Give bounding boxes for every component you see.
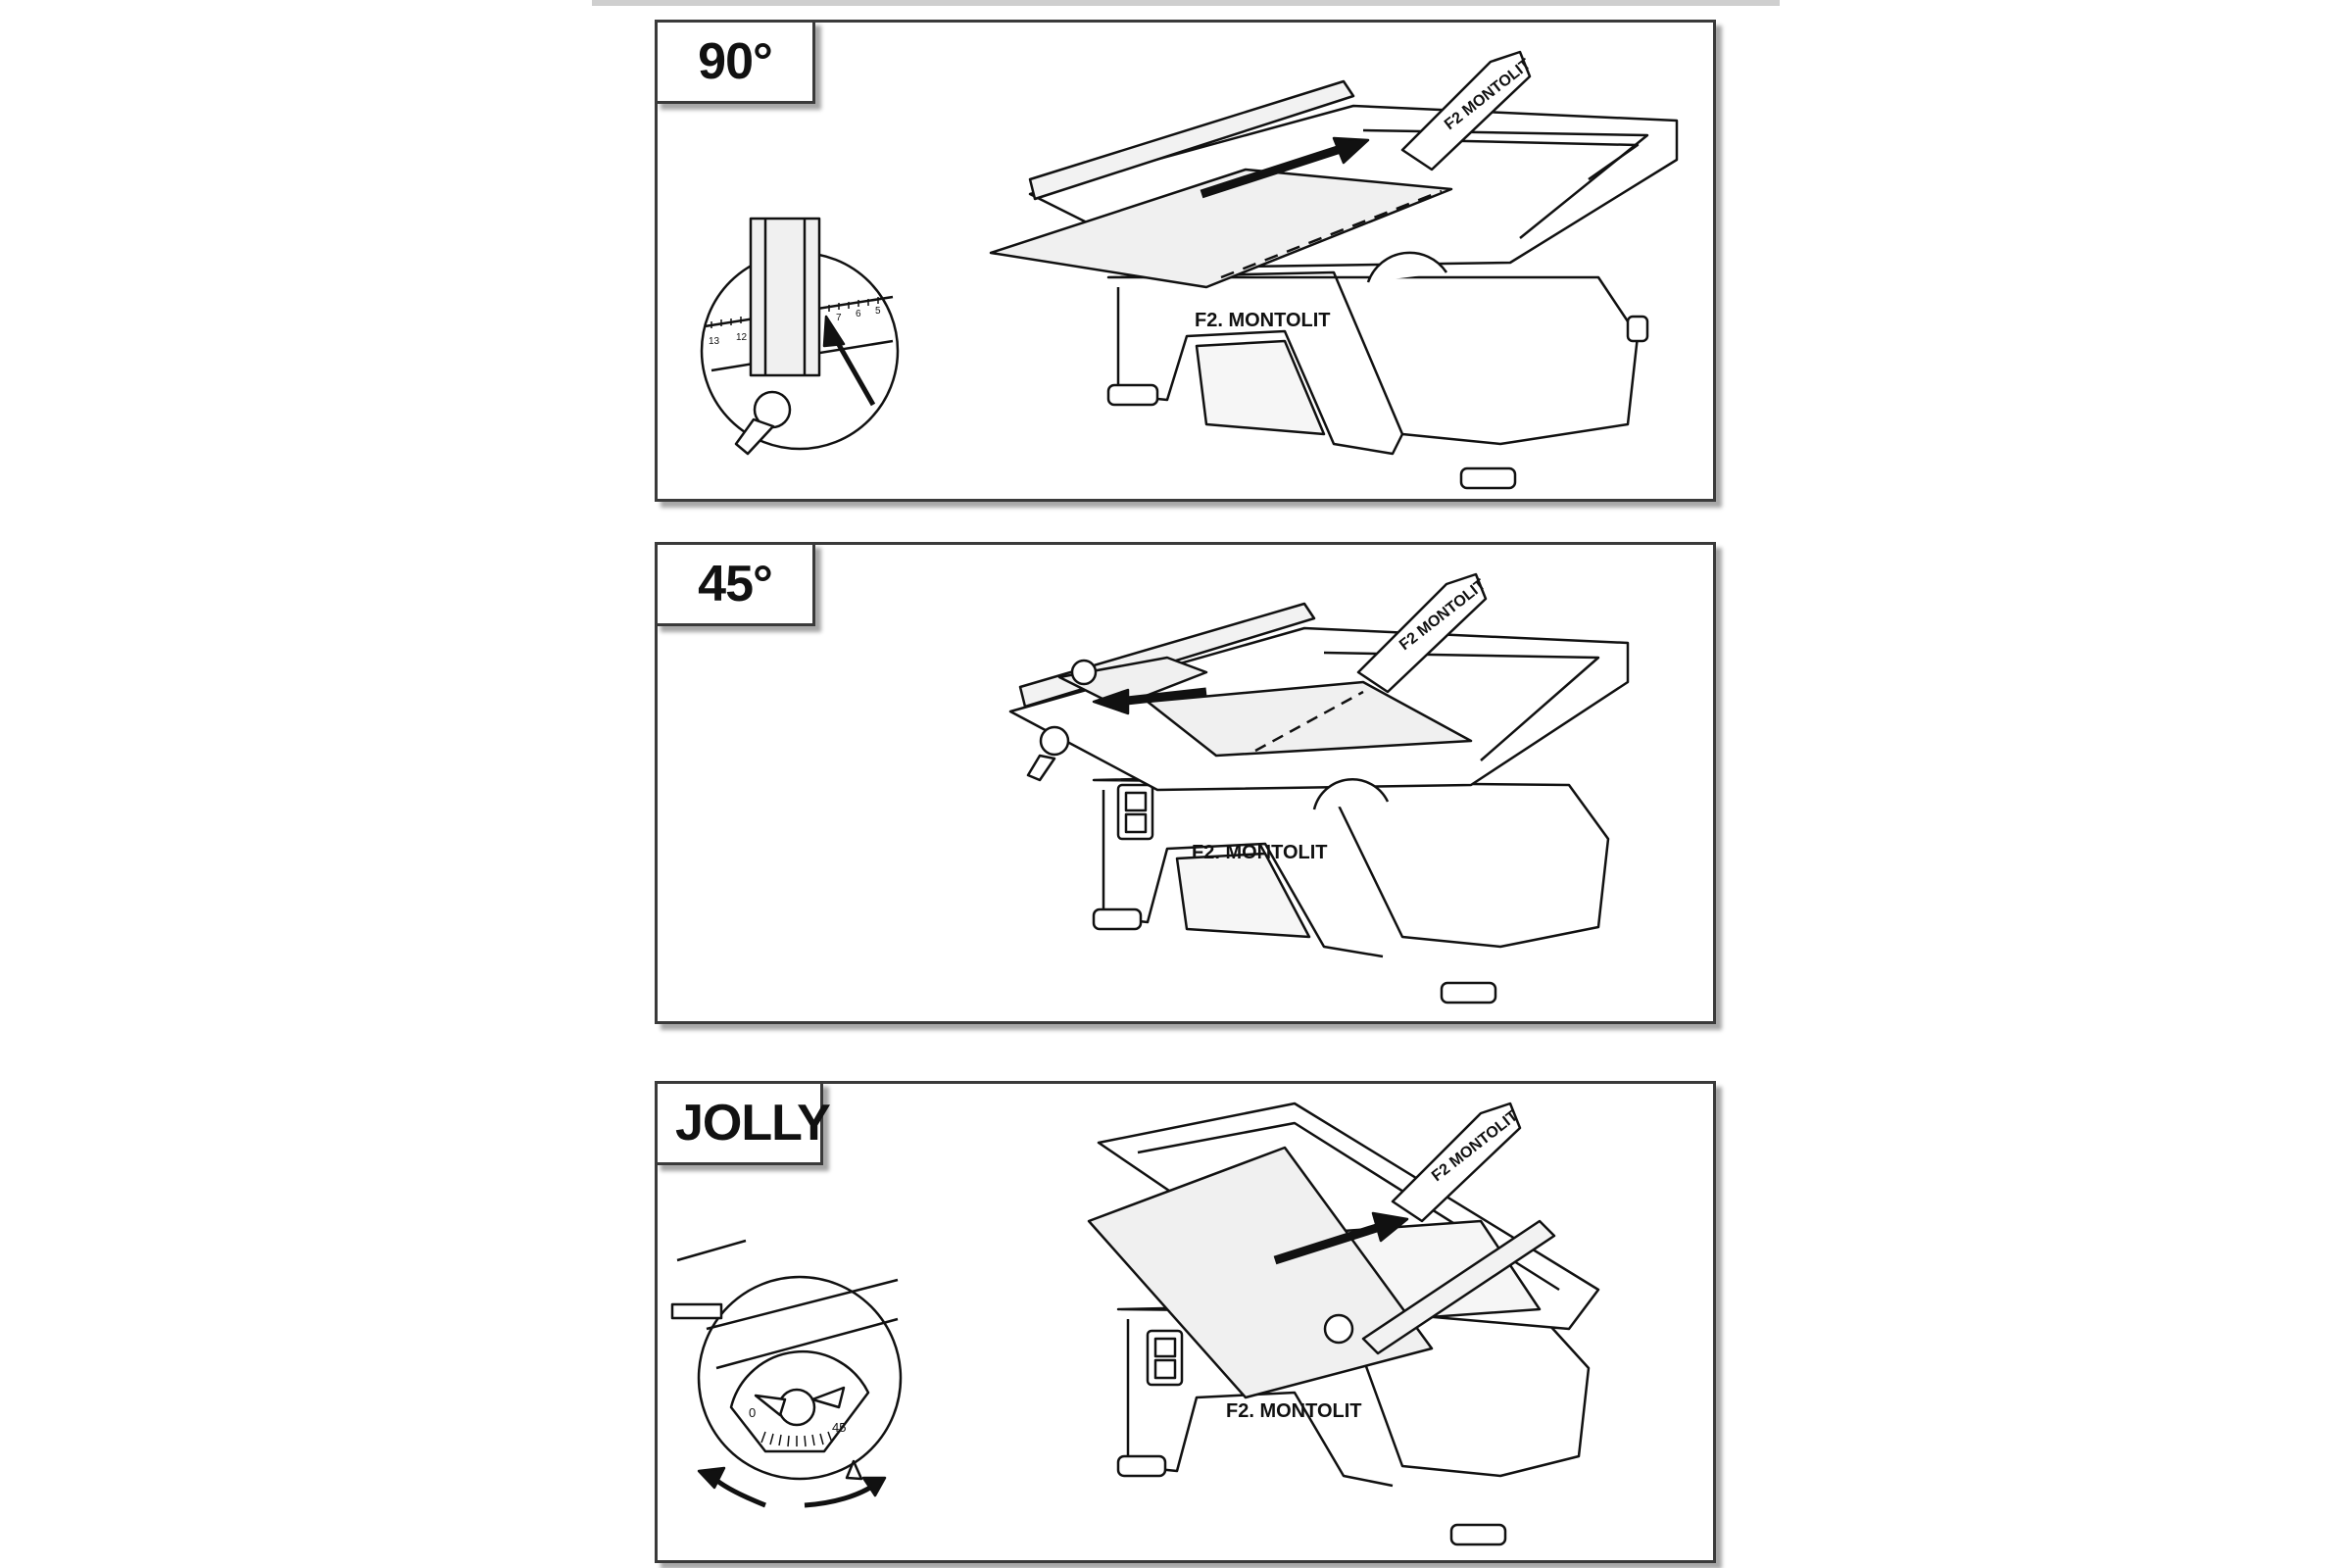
push-arrow bbox=[1200, 143, 1346, 199]
saw-foot bbox=[1459, 466, 1517, 490]
ruler-number: 6 bbox=[856, 309, 861, 319]
tile bbox=[989, 168, 1453, 289]
illustration-90-degree-cut: F2 MONTOLIT F2. MONTOLIT 13 12 7 6 bbox=[700, 50, 1679, 490]
panel-label-90: 90° bbox=[658, 23, 815, 104]
guide-rail bbox=[1028, 79, 1355, 201]
blade-guard bbox=[1391, 1102, 1522, 1223]
side-knob bbox=[1323, 1313, 1354, 1345]
saw-foot bbox=[1116, 1454, 1167, 1478]
saw-foot bbox=[1626, 315, 1649, 343]
saw-foot bbox=[1106, 383, 1159, 407]
ruler-number: 13 bbox=[709, 336, 720, 347]
miter-knob bbox=[1070, 659, 1098, 686]
rotate-arrow-right bbox=[804, 1483, 875, 1508]
miter-guide bbox=[1057, 656, 1208, 709]
brand-logo-base: F2. MONTOLIT bbox=[1226, 1400, 1362, 1422]
panel-jolly-cut: JOLLY F2 MONTOLIT F2. MONT bbox=[655, 1081, 1716, 1563]
dial-lock-knob bbox=[777, 1388, 816, 1427]
panel-90-degree-cut: 90° F2 MONTOLIT bbox=[655, 20, 1716, 502]
scale-marker bbox=[670, 1302, 723, 1320]
panel-45-degree-cut: 45° F2 MONT bbox=[655, 542, 1716, 1024]
saw-foot bbox=[1440, 981, 1497, 1004]
panel-label-45: 45° bbox=[658, 545, 815, 626]
panel-label-jolly: JOLLY bbox=[658, 1084, 831, 1165]
blade-guard bbox=[1356, 572, 1488, 694]
illustration-jolly-cut: F2 MONTOLIT F2. MONTOLIT 0 45 bbox=[670, 1102, 1600, 1546]
rotate-arrow-left bbox=[710, 1474, 766, 1508]
push-arrow bbox=[1117, 687, 1207, 707]
pointer-arrow bbox=[831, 334, 876, 407]
dial-value-min: 0 bbox=[749, 1405, 756, 1420]
ruler-number: 12 bbox=[736, 332, 748, 343]
top-divider-line bbox=[592, 0, 1780, 6]
guide-rail bbox=[1361, 1219, 1556, 1355]
brand-logo-base: F2. MONTOLIT bbox=[1192, 842, 1328, 863]
side-knob bbox=[1039, 725, 1070, 757]
saw-base bbox=[1106, 270, 1640, 446]
fence-block bbox=[749, 217, 821, 377]
ruler-number: 7 bbox=[836, 313, 842, 323]
blade-guard bbox=[1400, 50, 1532, 172]
push-arrow bbox=[1273, 1221, 1385, 1265]
saw-foot bbox=[1449, 1523, 1507, 1546]
saw-foot bbox=[1092, 907, 1143, 931]
brand-logo-base: F2. MONTOLIT bbox=[1195, 310, 1331, 331]
tile bbox=[1146, 680, 1473, 758]
illustration-45-degree-cut: F2 MONTOLIT F2. MONTOLIT bbox=[1008, 572, 1630, 1004]
ruler-number: 5 bbox=[875, 306, 881, 317]
dial-value-max: 45 bbox=[832, 1420, 846, 1435]
